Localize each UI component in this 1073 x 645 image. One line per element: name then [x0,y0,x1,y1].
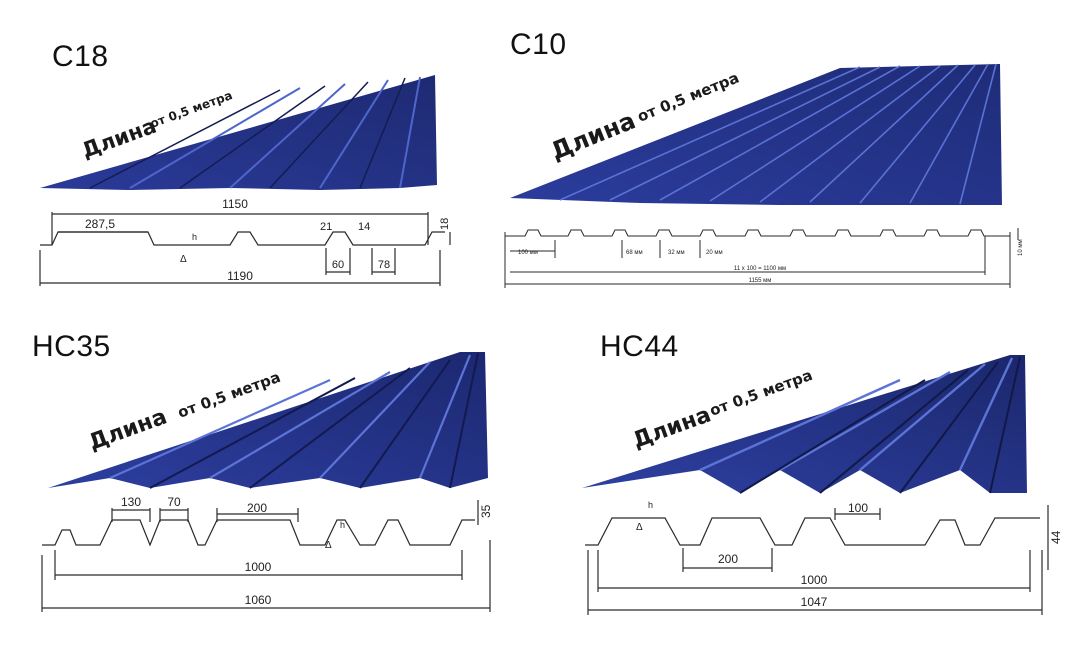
hc35-profile-drawing [41,500,491,612]
c18-dim-pitch: 287,5 [85,217,115,231]
c10-dim-a: 68 мм [626,250,643,256]
hc44-dim-bottom: 200 [718,552,738,566]
hc44-dim-total: 1047 [801,595,828,609]
c10-dim-span: 11 х 100 = 1100 мм [734,266,786,272]
hc44-length-label: Длина [630,402,715,453]
c10-dim-total: 1155 мм [749,278,772,284]
hc35-dim-b: 70 [167,495,181,509]
c18-profile-drawing [39,212,451,286]
c18-dim-height: 18 [439,218,451,230]
hc44-profile-drawing [585,505,1049,615]
hc35-dim-h: h [340,520,345,530]
hc44-dim-delta: Δ [636,522,643,533]
c18-dim-delta: Δ [180,254,187,265]
hc35-dim-c: 200 [247,501,267,515]
hc44-dim-height: 44 [1049,530,1063,544]
c18-dim-valley: 78 [378,259,390,271]
hc35-dim-total: 1060 [245,593,272,607]
panel-title-hc44: НС44 [600,330,679,363]
panel-title-c10: С10 [510,28,567,61]
hc44-length-value: от 0,5 метра [707,366,815,420]
c10-sheet [510,64,1002,205]
c10-dim-edge: 100 мм [518,250,538,256]
c10-dim-b: 32 мм [668,250,685,256]
c10-dim-c: 20 мм [706,250,723,256]
panel-title-hc35: НС35 [32,330,111,363]
hc35-dim-useful: 1000 [245,560,272,574]
c10-dim-height: 10 мм [1018,239,1024,256]
c18-dim-rib-base: 60 [332,259,344,271]
c18-dim-width-top: 1150 [222,197,248,211]
hc35-dim-height: 35 [479,504,493,518]
hc35-dim-a: 130 [121,495,141,509]
hc44-dim-top: 100 [848,501,868,515]
hc44-dim-h: h [648,500,653,510]
c18-dim-rib-top: 21 [320,221,332,233]
c18-dim-rib-gap: 14 [358,221,370,233]
panel-title-c18: С18 [52,40,109,73]
hc44-dim-useful: 1000 [801,573,828,587]
hc35-sheet [48,352,488,488]
c18-dim-h: h [192,232,197,242]
c10-profile-drawing [504,228,1019,288]
hc35-dim-delta: Δ [325,540,332,551]
c18-ribs [129,76,421,189]
c18-dim-width-total: 1190 [227,269,253,283]
